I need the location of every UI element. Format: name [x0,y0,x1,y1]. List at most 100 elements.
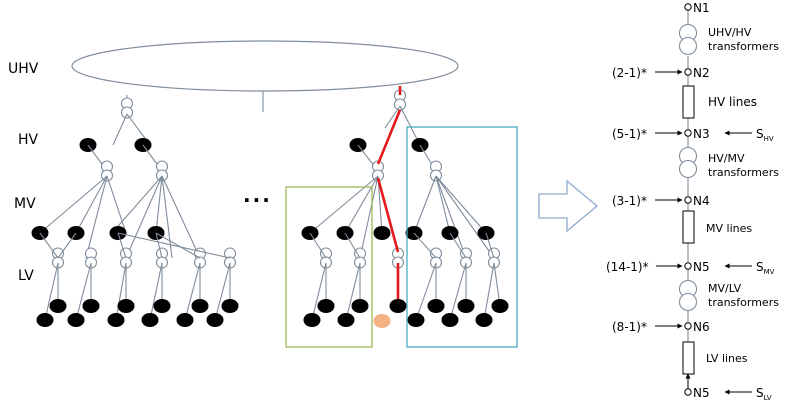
branch-line [57,232,77,259]
branch-line [377,175,383,234]
branch-line [155,232,201,259]
block-arrow-icon [538,179,599,233]
bus-node [191,299,209,313]
level-label-mv: MV [14,196,36,212]
transformer-icon [120,106,134,119]
bus-node [457,299,475,313]
bus-node [153,299,171,313]
level-label-uhv: UHV [8,61,39,77]
branch-line [435,175,487,234]
multiplier-n2: (2-1)* [612,66,647,80]
mv-lv-transformer-icon [678,292,698,312]
bus-node [427,299,445,313]
ellipsis: ... [243,183,272,207]
bus-node [117,299,135,313]
bus-node [303,313,321,327]
branch-line [309,175,379,234]
node-n5-label: N5 [693,260,710,274]
node-n3-label: N3 [693,127,710,141]
branch-line [399,105,421,146]
branch-line [449,262,467,321]
transformer-icon [429,169,443,182]
node-n1-label: N1 [693,1,710,15]
bus-node [373,226,391,240]
branch-line [111,175,163,234]
branch-line [376,177,400,253]
branch-line [155,232,163,259]
branch-line [39,175,108,234]
bus-node [441,313,459,327]
node-n5-icon [684,262,692,270]
branch-line [44,262,59,321]
bus-node [82,299,100,313]
branch-line [344,175,379,234]
branch-line [415,262,437,321]
hv-lines-label: HV lines [708,95,757,109]
branch-line [85,175,108,259]
uhv-hv-transformer-icon [678,36,698,56]
mv-lines-label: MV lines [706,222,752,235]
level-label-lv: LV [18,268,34,284]
tree-networks [31,86,509,328]
uhv-hv-transformer-label-2: transformers [708,40,779,53]
lv-lines-label: LV lines [706,352,748,365]
branch-line [149,262,163,321]
node-n6-label: N6 [693,320,710,334]
bus-node [221,299,239,313]
branch-line [155,175,163,234]
branch-line [344,232,361,259]
mv-line-impedance-icon [682,210,695,244]
mv-lv-transformer-label: MV/LV [708,282,742,295]
mv-feeder-box [285,186,373,348]
lv-line-impedance-icon [682,341,695,375]
branch-line [435,175,495,259]
branch-line [435,175,467,259]
transformer-icon [393,98,407,111]
highlighted-bus-node [373,314,391,328]
hv-line-impedance-icon [682,85,695,119]
bus-node [141,313,159,327]
branch-line [112,113,128,146]
node-n5-lv-label: N5 [693,386,710,400]
branch-line [376,109,402,165]
branch-line [39,232,59,259]
multiplier-n6: (8-1)* [612,320,647,334]
bus-node [351,299,369,313]
branch-line [115,262,127,321]
source-mv-label: SMV [756,260,775,276]
branch-line [125,175,163,259]
node-n2-label: N2 [693,66,710,80]
node-n2-icon [684,68,692,76]
node-n1-icon [684,3,692,11]
node-n4-label: N4 [693,194,710,208]
branch-line [75,175,108,234]
equivalent-chain: N1 N2 N3 N4 N5 N6 N5 UHV/HV transformers… [606,1,779,402]
branch-line [184,262,201,321]
multiplier-n3: (5-1)* [612,127,647,141]
node-n5-lv-icon [684,388,692,396]
bus-node [475,313,493,327]
hv-mv-transformer-label: HV/MV [708,152,745,165]
branch-line [161,175,201,259]
bus-node [337,313,355,327]
branch-line [435,175,451,234]
branch-line [117,232,231,259]
level-label-hv: HV [18,132,39,148]
branch-line [214,262,231,321]
node-n4-icon [684,196,692,204]
node-n6-icon [684,322,692,330]
branch-line [75,262,92,321]
hv-substation-box [406,126,518,348]
bus-node [67,313,85,327]
bus-node [206,313,224,327]
source-hv-label: SHV [756,127,774,143]
bus-node [107,313,125,327]
uhv-hv-transformer-label: UHV/HV [708,26,752,39]
multiplier-n4: (3-1)* [612,194,647,208]
branch-line [493,262,501,307]
branch-line [449,232,467,259]
branch-line [311,262,327,321]
node-n3-icon [684,129,692,137]
branch-line [485,232,495,259]
